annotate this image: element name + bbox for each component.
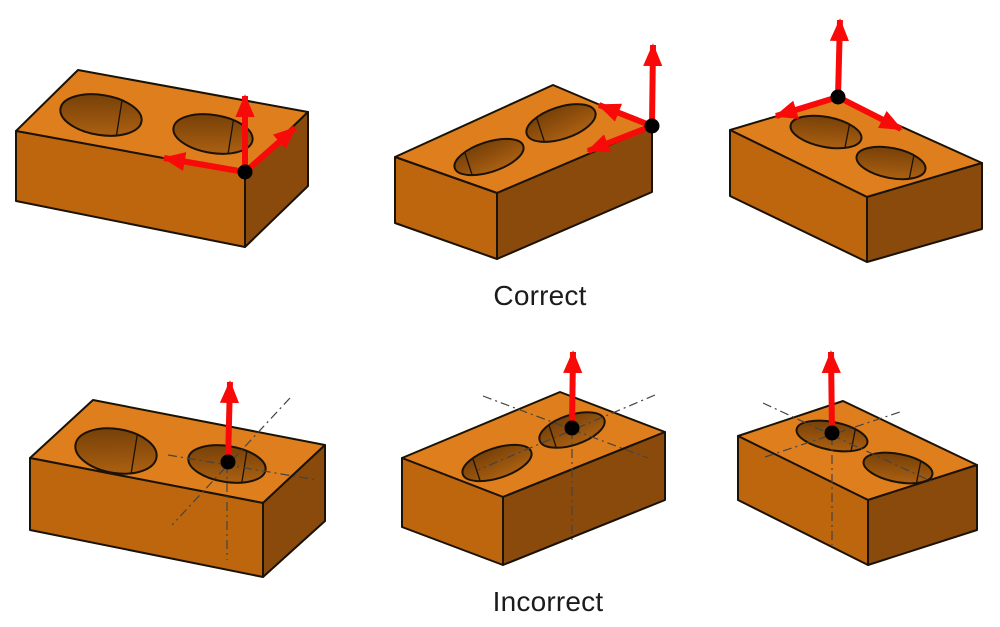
hole-wall-edge	[850, 429, 856, 451]
label-correct: Correct	[493, 280, 587, 311]
hole-wall-edge	[241, 451, 248, 483]
axis-arrow	[563, 350, 583, 429]
hole-wall-edge	[536, 117, 545, 142]
axis-arrow	[821, 350, 841, 434]
axis-arrow	[829, 18, 850, 98]
axis-arrow	[586, 123, 654, 154]
hole-opening	[862, 451, 934, 485]
brick-incorrect-middle	[401, 350, 666, 566]
hole-opening	[525, 103, 597, 143]
origin-dot	[830, 89, 846, 105]
brick-correct-left	[15, 69, 309, 248]
origin-dot	[237, 164, 253, 180]
origin-dot	[564, 420, 580, 436]
brick-hole	[453, 137, 525, 177]
origin-dot	[220, 454, 236, 470]
centerline	[762, 402, 936, 484]
hole-wall-edge	[464, 152, 473, 175]
brick-hole	[74, 427, 158, 475]
hole-opening	[789, 114, 863, 150]
hole-opening	[453, 137, 525, 177]
label-incorrect: Incorrect	[492, 586, 604, 617]
hole-wall-edge	[115, 100, 123, 136]
brick-correct-middle	[394, 43, 663, 260]
centerline	[167, 454, 318, 481]
brick-side-face	[867, 464, 978, 566]
brick-side-face	[262, 444, 326, 578]
origin-dot	[644, 118, 660, 134]
hole-wall-edge	[130, 434, 138, 473]
brick-hole	[59, 93, 143, 137]
axis-arrow	[219, 380, 240, 463]
axis-arrow	[162, 152, 246, 175]
axis-arrow	[836, 94, 903, 132]
brick-correct-right	[729, 18, 983, 263]
brick-incorrect-right	[737, 350, 978, 566]
origin-dot	[824, 425, 840, 441]
brick-hole	[855, 145, 927, 181]
hole-wall-edge	[227, 120, 234, 154]
brick-hole	[172, 113, 254, 155]
axis-arrow	[774, 94, 839, 120]
axis-arrow	[243, 125, 297, 175]
brick-hole	[525, 103, 597, 143]
hole-opening	[461, 443, 533, 483]
hole-wall-edge	[472, 458, 481, 481]
brick-hole	[862, 451, 934, 485]
brick-side-face	[866, 162, 983, 263]
axis-arrow	[643, 43, 663, 127]
brick-incorrect-left	[29, 380, 326, 578]
brick-hole	[461, 443, 533, 483]
hole-wall-edge	[548, 425, 557, 448]
brick-hole	[789, 114, 863, 150]
brick-side-face	[502, 431, 666, 566]
hole-wall-edge	[915, 461, 922, 483]
hole-opening	[855, 145, 927, 181]
hole-wall-edge	[908, 155, 915, 179]
centerline	[482, 395, 649, 459]
hole-wall-edge	[844, 124, 851, 148]
axis-arrow	[597, 102, 654, 129]
